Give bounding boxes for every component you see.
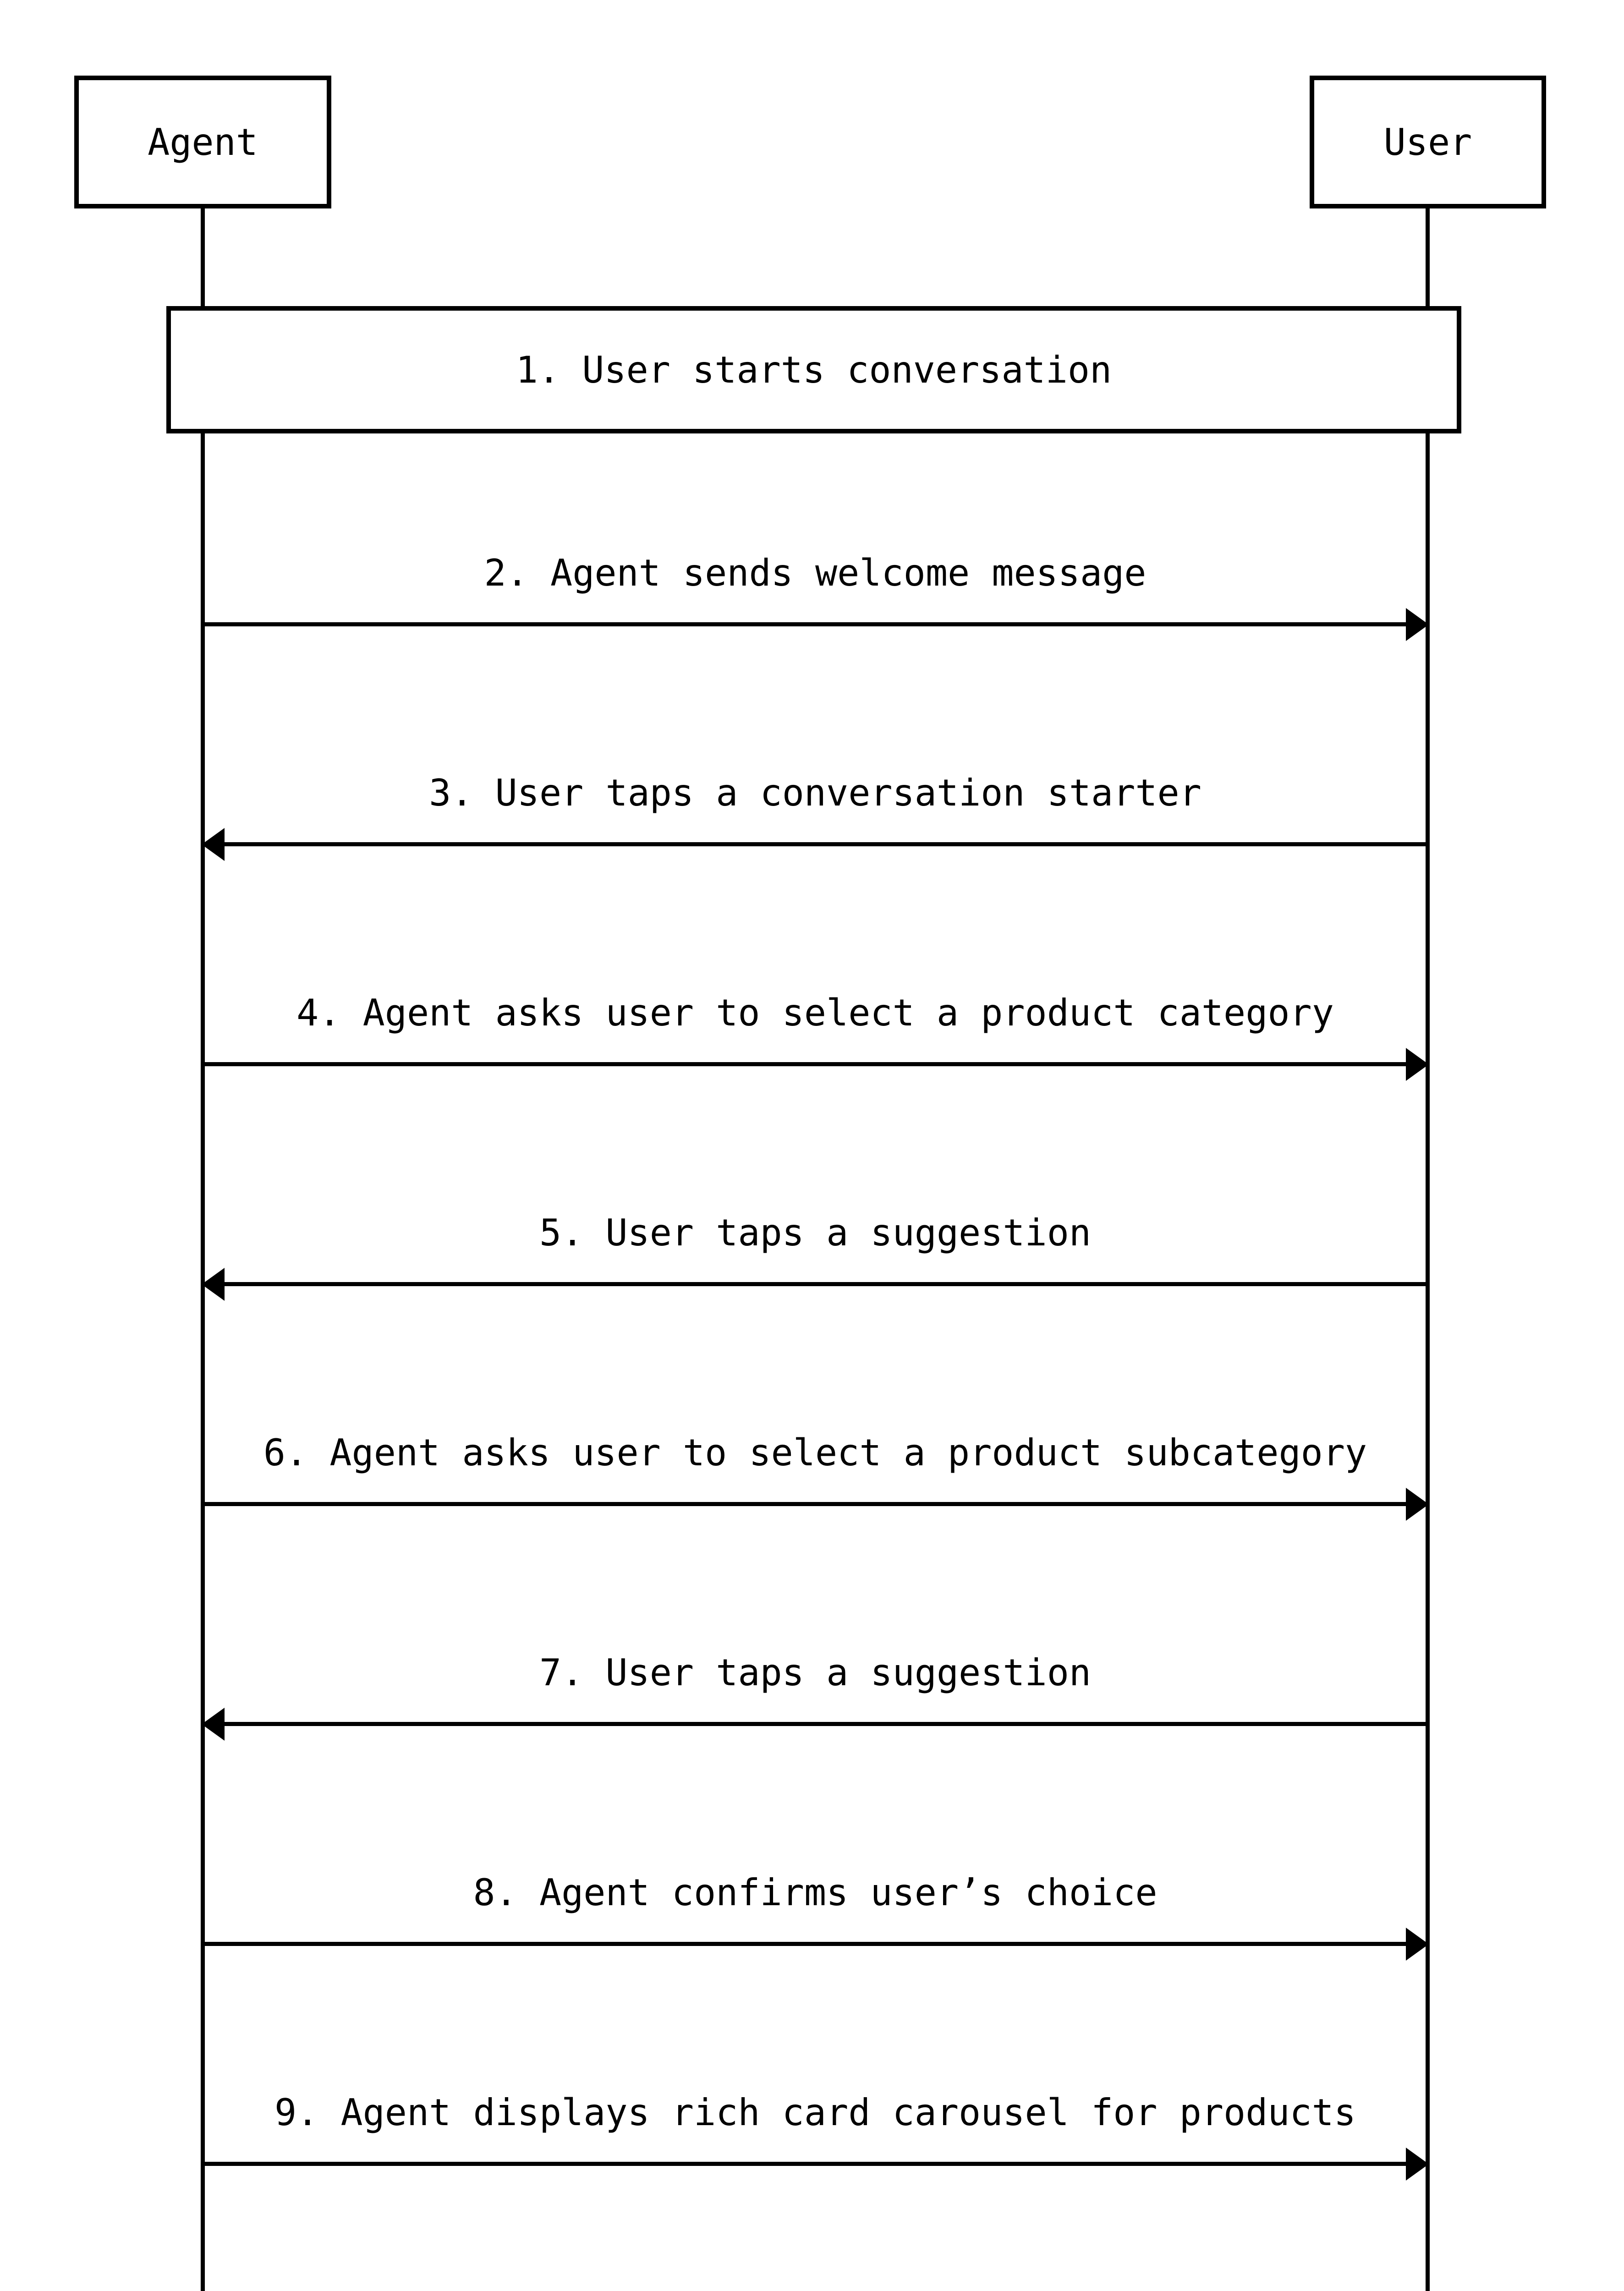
message-arrow xyxy=(203,1487,1429,1521)
arrowhead-icon xyxy=(1406,1927,1429,1961)
arrowhead-icon xyxy=(1406,1487,1429,1521)
message-row: 2. Agent sends welcome message xyxy=(203,512,1429,641)
note-text: 1. User starts conversation xyxy=(516,348,1112,391)
message-row: 8. Agent confirms user’s choice xyxy=(203,1831,1429,1961)
message-text: 8. Agent confirms user’s choice xyxy=(473,1871,1158,1914)
message-text: 3. User taps a conversation starter xyxy=(429,772,1202,814)
message-text: 6. Agent asks user to select a product s… xyxy=(263,1431,1367,1474)
message-text: 4. Agent asks user to select a product c… xyxy=(296,992,1334,1034)
arrowhead-icon xyxy=(202,1267,225,1301)
message-row: 5. User taps a suggestion xyxy=(202,1172,1428,1301)
message-arrow xyxy=(202,828,1428,861)
message-arrow xyxy=(203,1047,1429,1081)
actor-box-user-top: User xyxy=(1310,76,1546,208)
message-arrow xyxy=(203,2147,1429,2181)
message-text: 9. Agent displays rich card carousel for… xyxy=(274,2091,1356,2134)
actor-label-user-top: User xyxy=(1383,121,1472,164)
actor-label-agent-top: Agent xyxy=(148,121,258,164)
message-row: 7. User taps a suggestion xyxy=(202,1611,1428,1741)
message-row: 6. Agent asks user to select a product s… xyxy=(203,1392,1429,1521)
actor-box-agent-top: Agent xyxy=(74,76,331,208)
message-row: 10. User selects a product xyxy=(203,2271,1428,2291)
message-arrow xyxy=(202,1267,1428,1301)
arrowhead-icon xyxy=(202,828,225,861)
message-text: 5. User taps a suggestion xyxy=(539,1211,1092,1254)
note-box: 1. User starts conversation xyxy=(166,306,1461,433)
message-text: 2. Agent sends welcome message xyxy=(484,552,1147,594)
lifeline-agent xyxy=(201,208,205,2291)
arrowhead-icon xyxy=(202,1707,225,1741)
message-row: 4. Agent asks user to select a product c… xyxy=(203,952,1429,1081)
message-text: 7. User taps a suggestion xyxy=(539,1651,1092,1694)
arrowhead-icon xyxy=(1406,608,1429,641)
message-arrow xyxy=(202,1707,1428,1741)
message-arrow xyxy=(203,608,1429,641)
arrowhead-icon xyxy=(1406,1047,1429,1081)
message-arrow xyxy=(203,1927,1429,1961)
lifeline-user xyxy=(1426,208,1430,2291)
message-row: 9. Agent displays rich card carousel for… xyxy=(203,2051,1429,2181)
message-row: 3. User taps a conversation starter xyxy=(202,732,1428,861)
arrowhead-icon xyxy=(1406,2147,1429,2181)
